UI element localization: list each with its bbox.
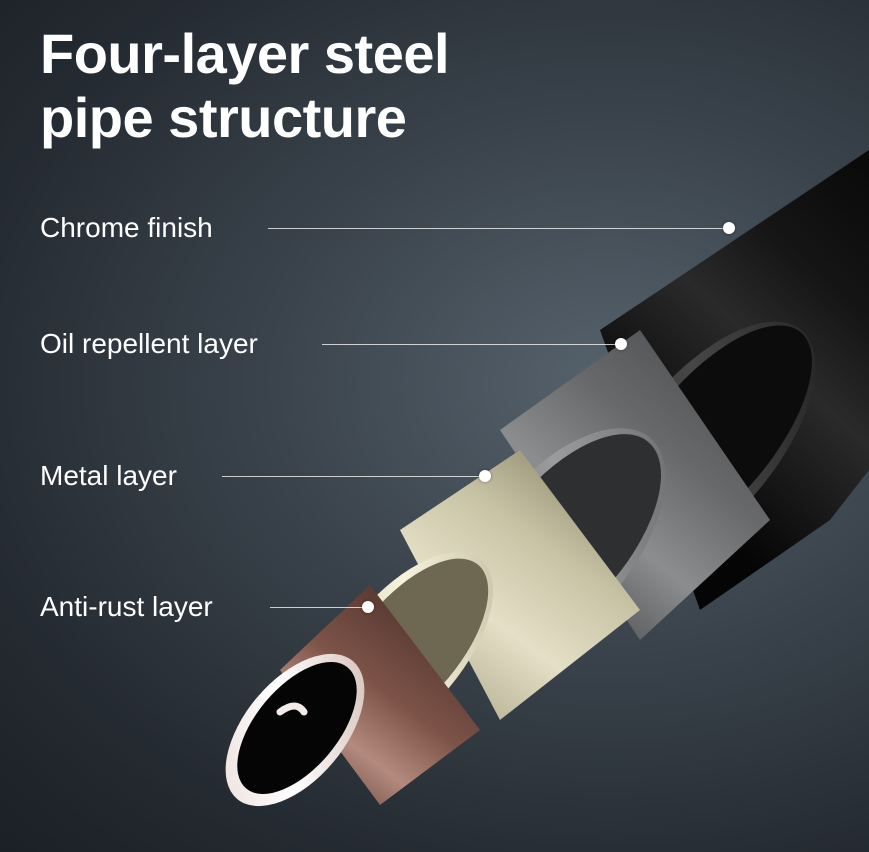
anti-rust-layer — [225, 585, 480, 807]
marker-dot-chrome-finish — [723, 222, 735, 234]
leader-line-oil-repellent-layer — [322, 344, 620, 345]
leader-line-anti-rust-layer — [270, 607, 368, 608]
marker-dot-anti-rust-layer — [362, 601, 374, 613]
marker-dot-oil-repellent-layer — [615, 338, 627, 350]
label-metal-layer: Metal layer — [40, 460, 177, 491]
leader-line-metal-layer — [222, 476, 484, 477]
title-line-1: Four-layer steel — [40, 22, 450, 85]
page-title: Four-layer steel pipe structure — [40, 22, 450, 150]
marker-dot-metal-layer — [479, 470, 491, 482]
label-oil-repellent-layer: Oil repellent layer — [40, 328, 258, 359]
label-anti-rust-layer: Anti-rust layer — [40, 591, 213, 622]
leader-line-chrome-finish — [268, 228, 728, 229]
title-line-2: pipe structure — [40, 86, 407, 149]
label-chrome-finish: Chrome finish — [40, 212, 213, 243]
